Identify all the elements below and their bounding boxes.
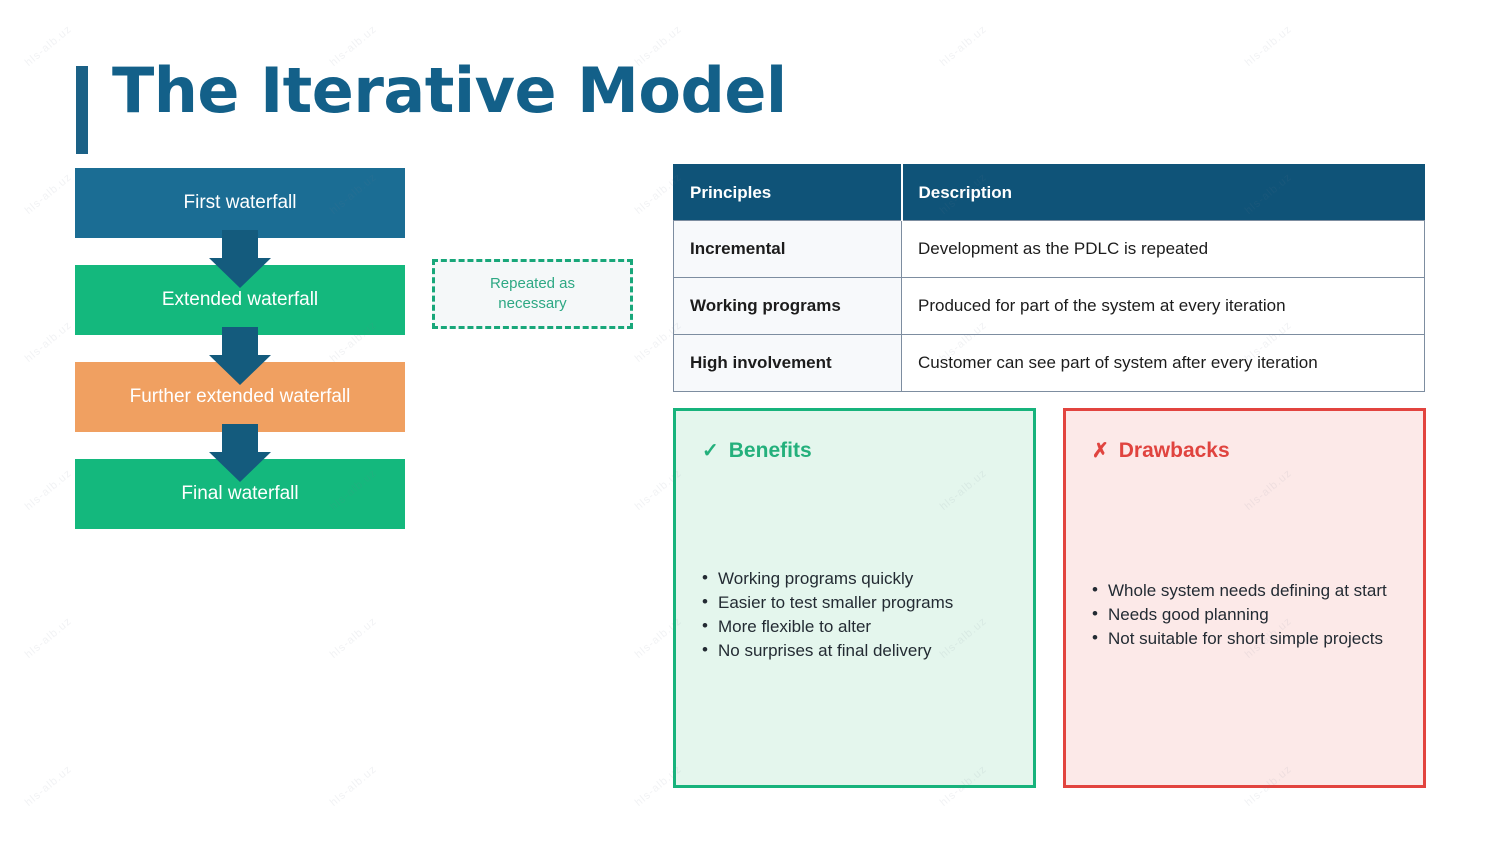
watermark-text: hls-alb.uz — [327, 763, 380, 809]
benefits-heading: ✓ Benefits — [702, 439, 1007, 463]
title-accent-bar — [76, 66, 88, 154]
flow-arrow-down-3 — [209, 424, 271, 482]
benefits-list: Working programs quickly Easier to test … — [702, 566, 1007, 664]
list-item: Whole system needs defining at start — [1092, 578, 1397, 603]
flow-step-label: First waterfall — [183, 192, 297, 213]
list-item: More flexible to alter — [702, 614, 1007, 639]
title-text: The Iterative Model — [112, 54, 787, 127]
list-item: Needs good planning — [1092, 602, 1397, 627]
table-cell-description: Produced for part of the system at every… — [901, 277, 1425, 335]
watermark-text: hls-alb.uz — [327, 615, 380, 661]
watermark-text: hls-alb.uz — [1242, 23, 1295, 69]
table-cell-description: Development as the PDLC is repeated — [901, 220, 1425, 278]
check-icon: ✓ — [702, 440, 719, 462]
repeated-as-necessary-note: Repeated as necessary — [432, 259, 633, 329]
flow-step-label: Final waterfall — [181, 483, 299, 504]
flow-arrow-down-1 — [209, 230, 271, 288]
watermark-text: hls-alb.uz — [22, 467, 75, 513]
flow-step-label: Further extended waterfall — [129, 386, 351, 407]
table-header-row: Principles Description — [673, 164, 1425, 221]
watermark-text: hls-alb.uz — [22, 615, 75, 661]
table-row: Working programs Produced for part of th… — [673, 277, 1425, 335]
table-header-description: Description — [901, 164, 1425, 221]
flow-step-first-waterfall: First waterfall — [75, 168, 405, 238]
table-cell-principle: High involvement — [673, 334, 902, 392]
watermark-text: hls-alb.uz — [22, 319, 75, 365]
watermark-text: hls-alb.uz — [22, 23, 75, 69]
flow-arrow-down-2 — [209, 327, 271, 385]
table-head: Principles Description — [673, 164, 1425, 221]
repeat-note-line-1: Repeated as — [489, 274, 576, 292]
list-item: Easier to test smaller programs — [702, 590, 1007, 615]
table-body: Incremental Development as the PDLC is r… — [673, 220, 1425, 392]
cross-icon: ✗ — [1092, 440, 1109, 462]
benefits-title: Benefits — [728, 439, 812, 462]
page-title: The Iterative Model — [76, 60, 787, 154]
table-cell-description: Customer can see part of system after ev… — [901, 334, 1425, 392]
list-item: No surprises at final delivery — [702, 638, 1007, 663]
watermark-text: hls-alb.uz — [937, 23, 990, 69]
watermark-text: hls-alb.uz — [22, 171, 75, 217]
table-cell-principle: Incremental — [673, 220, 902, 278]
drawbacks-title: Drawbacks — [1118, 439, 1230, 462]
table-row: High involvement Customer can see part o… — [673, 334, 1425, 392]
principles-table: Principles Description Incremental Devel… — [673, 164, 1425, 392]
flow-step-label: Extended waterfall — [161, 289, 319, 310]
list-item: Working programs quickly — [702, 566, 1007, 591]
drawbacks-list: Whole system needs defining at start Nee… — [1092, 578, 1397, 651]
watermark-text: hls-alb.uz — [22, 763, 75, 809]
table-row: Incremental Development as the PDLC is r… — [673, 220, 1425, 278]
table-header-principles: Principles — [673, 164, 903, 221]
table-cell-principle: Working programs — [673, 277, 902, 335]
list-item: Not suitable for short simple projects — [1092, 626, 1397, 651]
repeat-note-line-2: necessary — [498, 295, 567, 312]
benefits-panel: ✓ Benefits Working programs quickly Easi… — [673, 408, 1036, 788]
drawbacks-panel: ✗ Drawbacks Whole system needs defining … — [1063, 408, 1426, 788]
drawbacks-heading: ✗ Drawbacks — [1092, 439, 1397, 463]
